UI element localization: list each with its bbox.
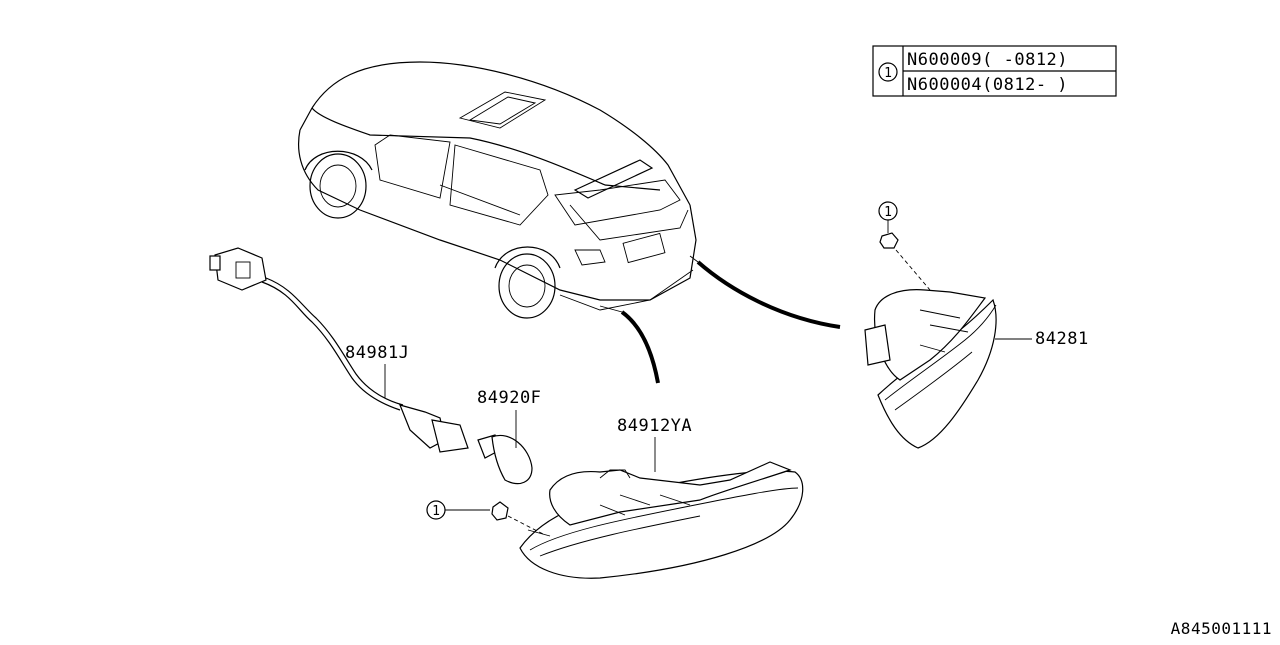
callout-marker-right: 1 xyxy=(884,205,892,220)
wire-harness xyxy=(209,247,469,453)
label-84912YA: 84912YA xyxy=(617,416,692,436)
lamp-right xyxy=(864,289,997,449)
legend-row-1: N600009( -0812) xyxy=(907,50,1068,70)
nut-callout-left: 1 xyxy=(426,500,546,536)
nut-callout-right: 1 xyxy=(878,201,931,291)
legend-marker-circle xyxy=(878,62,898,82)
callout-marker-left: 1 xyxy=(432,504,440,519)
reference-code: A845001111 xyxy=(1171,619,1272,638)
lamp-left xyxy=(519,461,804,579)
label-84981J: 84981J xyxy=(345,343,409,363)
legend-table: 1 N600009( -0812) N600004(0812- ) xyxy=(872,45,1117,97)
legend-row-2: N600004(0812- ) xyxy=(907,75,1068,95)
vehicle-illustration xyxy=(297,61,697,319)
indicator-curve-left xyxy=(620,310,660,384)
legend-marker: 1 xyxy=(884,66,892,81)
label-84920F: 84920F xyxy=(477,388,541,408)
bulb xyxy=(477,434,533,485)
label-84281: 84281 xyxy=(1035,329,1089,349)
indicator-curve-right xyxy=(696,260,841,329)
